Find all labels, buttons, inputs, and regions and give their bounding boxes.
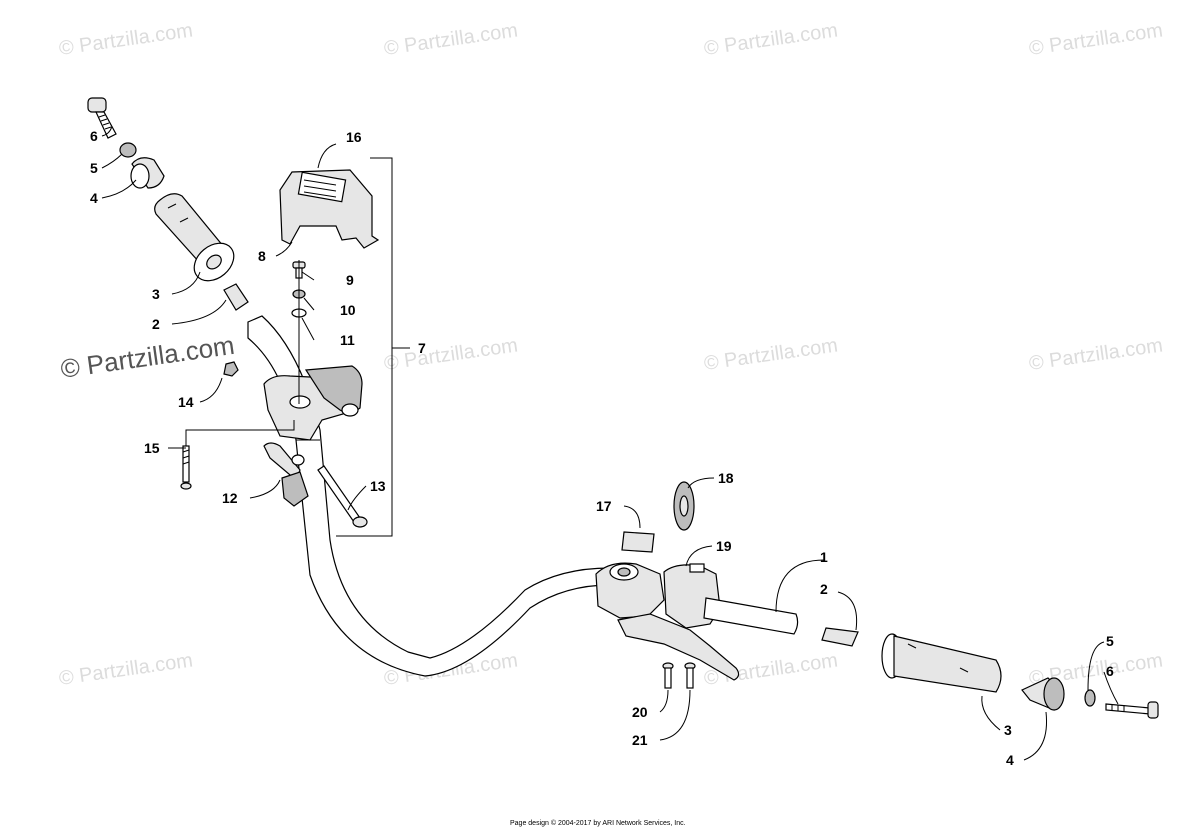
callout-16: 16 <box>346 129 362 145</box>
callout-19: 19 <box>716 538 732 554</box>
brake-assembly <box>595 481 740 689</box>
watermark: © Partzilla.com <box>58 19 195 60</box>
callout-labels: 6 5 4 3 2 16 8 9 10 11 7 14 15 12 13 18 … <box>90 128 1114 768</box>
callout-15: 15 <box>144 440 160 456</box>
screw-15 <box>180 445 192 490</box>
callout-21: 21 <box>632 732 648 748</box>
screw-13 <box>317 465 368 528</box>
callout-8: 8 <box>258 248 266 264</box>
callout-11: 11 <box>340 332 355 348</box>
nut-14 <box>223 361 239 377</box>
callout-5-right: 5 <box>1106 633 1114 649</box>
callout-7: 7 <box>418 340 426 356</box>
end-bolt-left <box>87 97 117 139</box>
watermark: © Partzilla.com <box>59 330 237 384</box>
callout-20: 20 <box>632 704 648 720</box>
throttle-cover <box>279 169 380 249</box>
watermark: © Partzilla.com <box>703 334 840 375</box>
washer-left <box>119 142 137 158</box>
callout-2: 2 <box>152 316 160 332</box>
copyright-footer: Page design © 2004-2017 by ARI Network S… <box>510 819 686 827</box>
assembly-bracket <box>336 157 393 537</box>
callout-6-right: 6 <box>1106 663 1114 679</box>
callout-13: 13 <box>370 478 386 494</box>
callout-3: 3 <box>152 286 160 302</box>
grip-sleeve-right <box>821 627 859 647</box>
left-grip-assembly <box>87 97 249 311</box>
callout-18: 18 <box>718 470 734 486</box>
screw-21 <box>684 662 696 689</box>
grip-sleeve-left <box>223 283 249 311</box>
callout-2-right: 2 <box>820 581 828 597</box>
callout-14: 14 <box>178 394 194 410</box>
warning-decal <box>621 531 655 553</box>
handlebar-end-tube <box>703 597 799 635</box>
watermark: © Partzilla.com <box>383 334 520 375</box>
throttle-housing <box>263 365 363 441</box>
watermark: © Partzilla.com <box>58 649 195 690</box>
end-bolt-right <box>1105 701 1159 719</box>
watermark: © Partzilla.com <box>703 19 840 60</box>
grip-right <box>881 633 1002 693</box>
callout-10: 10 <box>340 302 356 318</box>
callout-17: 17 <box>596 498 612 514</box>
callout-3-right: 3 <box>1004 722 1012 738</box>
grip-left <box>154 193 235 282</box>
callout-6: 6 <box>90 128 98 144</box>
throttle-lever <box>263 442 309 507</box>
washer-right <box>1084 689 1096 707</box>
watermark: © Partzilla.com <box>1028 334 1165 375</box>
bar-end-left <box>130 157 165 189</box>
screw-20 <box>662 662 674 689</box>
callout-5: 5 <box>90 160 98 176</box>
callout-12: 12 <box>222 490 238 506</box>
watermark: © Partzilla.com <box>383 19 520 60</box>
right-grip-assembly <box>703 597 1159 719</box>
throttle-assembly <box>180 157 410 537</box>
bar-end-right <box>1021 677 1065 711</box>
watermark: © Partzilla.com <box>1028 19 1165 60</box>
callout-9: 9 <box>346 272 354 288</box>
leader-lines <box>101 125 1119 761</box>
callout-4-right: 4 <box>1006 752 1014 768</box>
callout-1: 1 <box>820 549 828 565</box>
callout-4: 4 <box>90 190 98 206</box>
